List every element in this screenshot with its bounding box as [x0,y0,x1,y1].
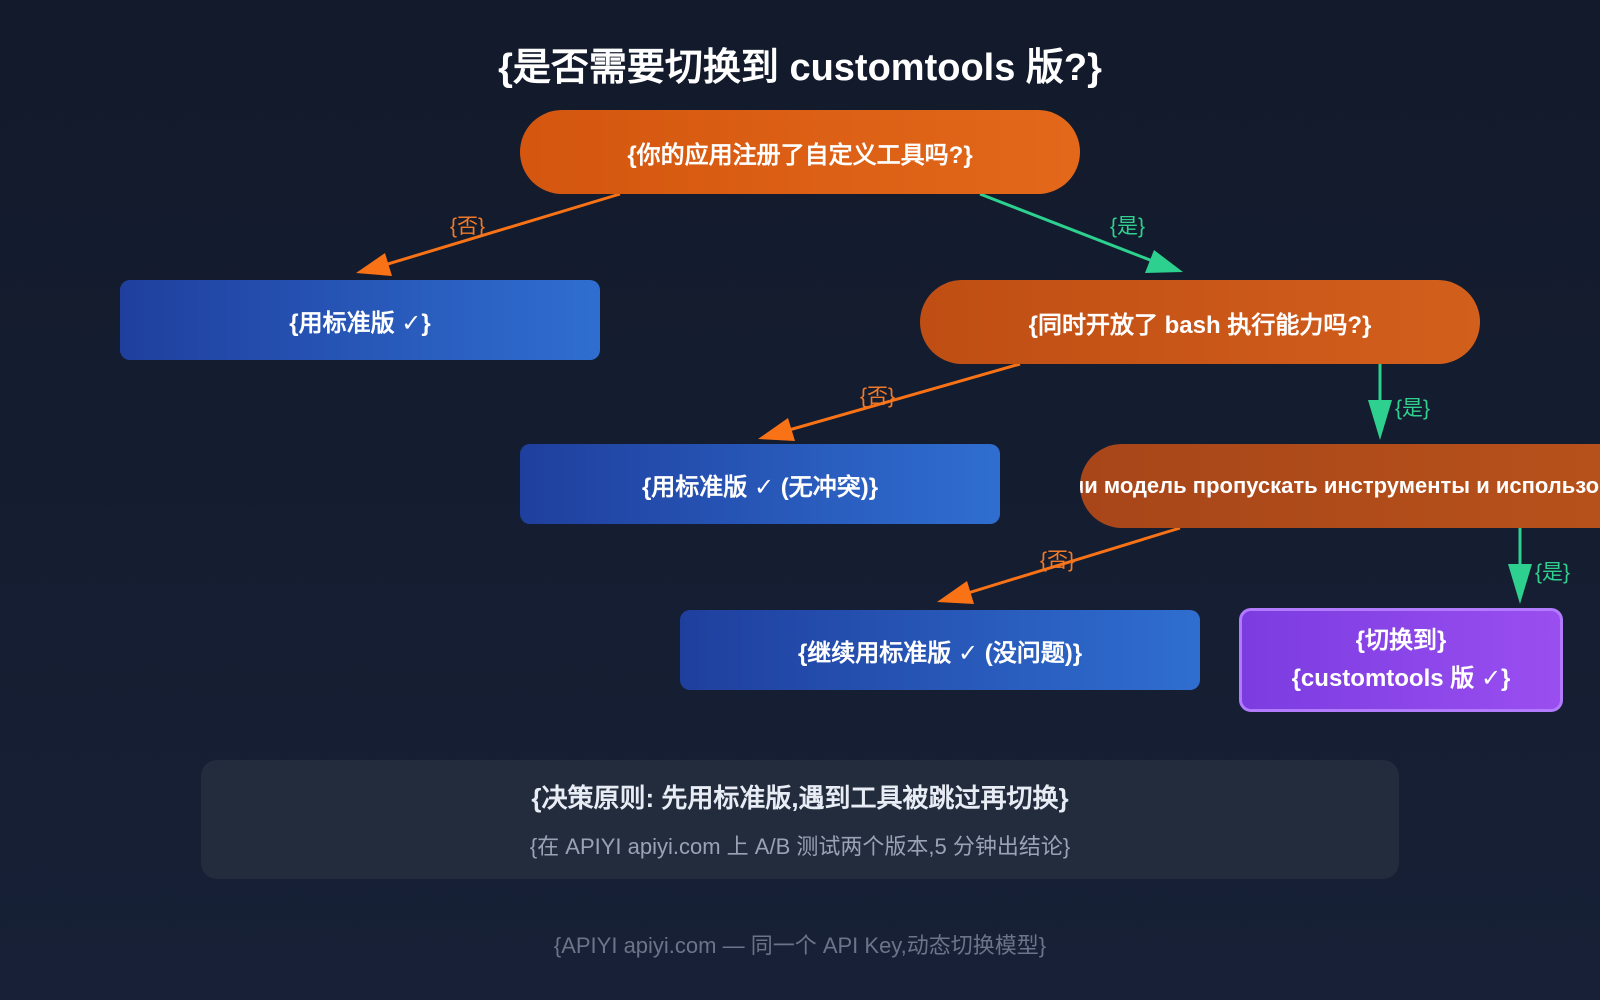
edge-label-q1-no: {否} [450,215,486,238]
decision-custom-tools-label: {你的应用注册了自定义工具吗?} [627,141,973,169]
result-standard-no-conflict-label: {用标准版 ✓ (无冲突)} [641,473,879,501]
decision-bash-label: {同时开放了 bash 执行能力吗?} [1028,311,1372,339]
decision-skip-tools-label: {Будет ли модель пропускать инструменты … [1080,473,1600,498]
decision-principle-box: {决策原则: 先用标准版,遇到工具被跳过再切换} {在 APIYI apiyi.… [201,760,1399,879]
edge-q2-no [758,362,1021,441]
decision-bash: {同时开放了 bash 执行能力吗?} [920,280,1480,364]
edge-q2-yes [1368,364,1392,440]
edge-q3-no [937,526,1181,604]
result-switch-line1: {切换到} [1355,627,1447,654]
edge-label-q3-no: {否} [1040,549,1076,572]
edge-label-q2-yes: {是} [1395,397,1431,420]
edge-label-q3-yes: {是} [1535,561,1571,584]
principle-title: {决策原则: 先用标准版,遇到工具被跳过再切换} [531,783,1069,813]
edge-q3-yes [1508,528,1532,604]
decision-skip-tools: {Будет ли модель пропускать инструменты … [1080,444,1600,528]
result-keep-standard: {继续用标准版 ✓ (没问题)} [680,610,1200,690]
diagram-title: {是否需要切换到 customtools 版?} [498,47,1102,89]
result-standard-label: {用标准版 ✓} [289,309,431,337]
principle-subtitle: {在 APIYI apiyi.com 上 A/B 测试两个版本,5 分钟出结论} [529,834,1071,859]
footer-note: {APIYI apiyi.com — 同一个 API Key,动态切换模型} [553,933,1047,958]
edge-label-q1-yes: {是} [1110,215,1146,238]
edge-label-q2-no: {否} [860,385,896,408]
result-switch-customtools: {切换到} {customtools 版 ✓} [1239,608,1563,712]
result-keep-standard-label: {继续用标准版 ✓ (没问题)} [797,639,1083,667]
result-standard-no-conflict: {用标准版 ✓ (无冲突)} [520,444,1000,524]
edge-q1-yes [979,192,1183,273]
decision-custom-tools: {你的应用注册了自定义工具吗?} [520,110,1080,194]
edge-q1-no [356,192,621,276]
result-switch-line2: {customtools 版 ✓} [1291,665,1511,692]
result-standard: {用标准版 ✓} [120,280,600,360]
